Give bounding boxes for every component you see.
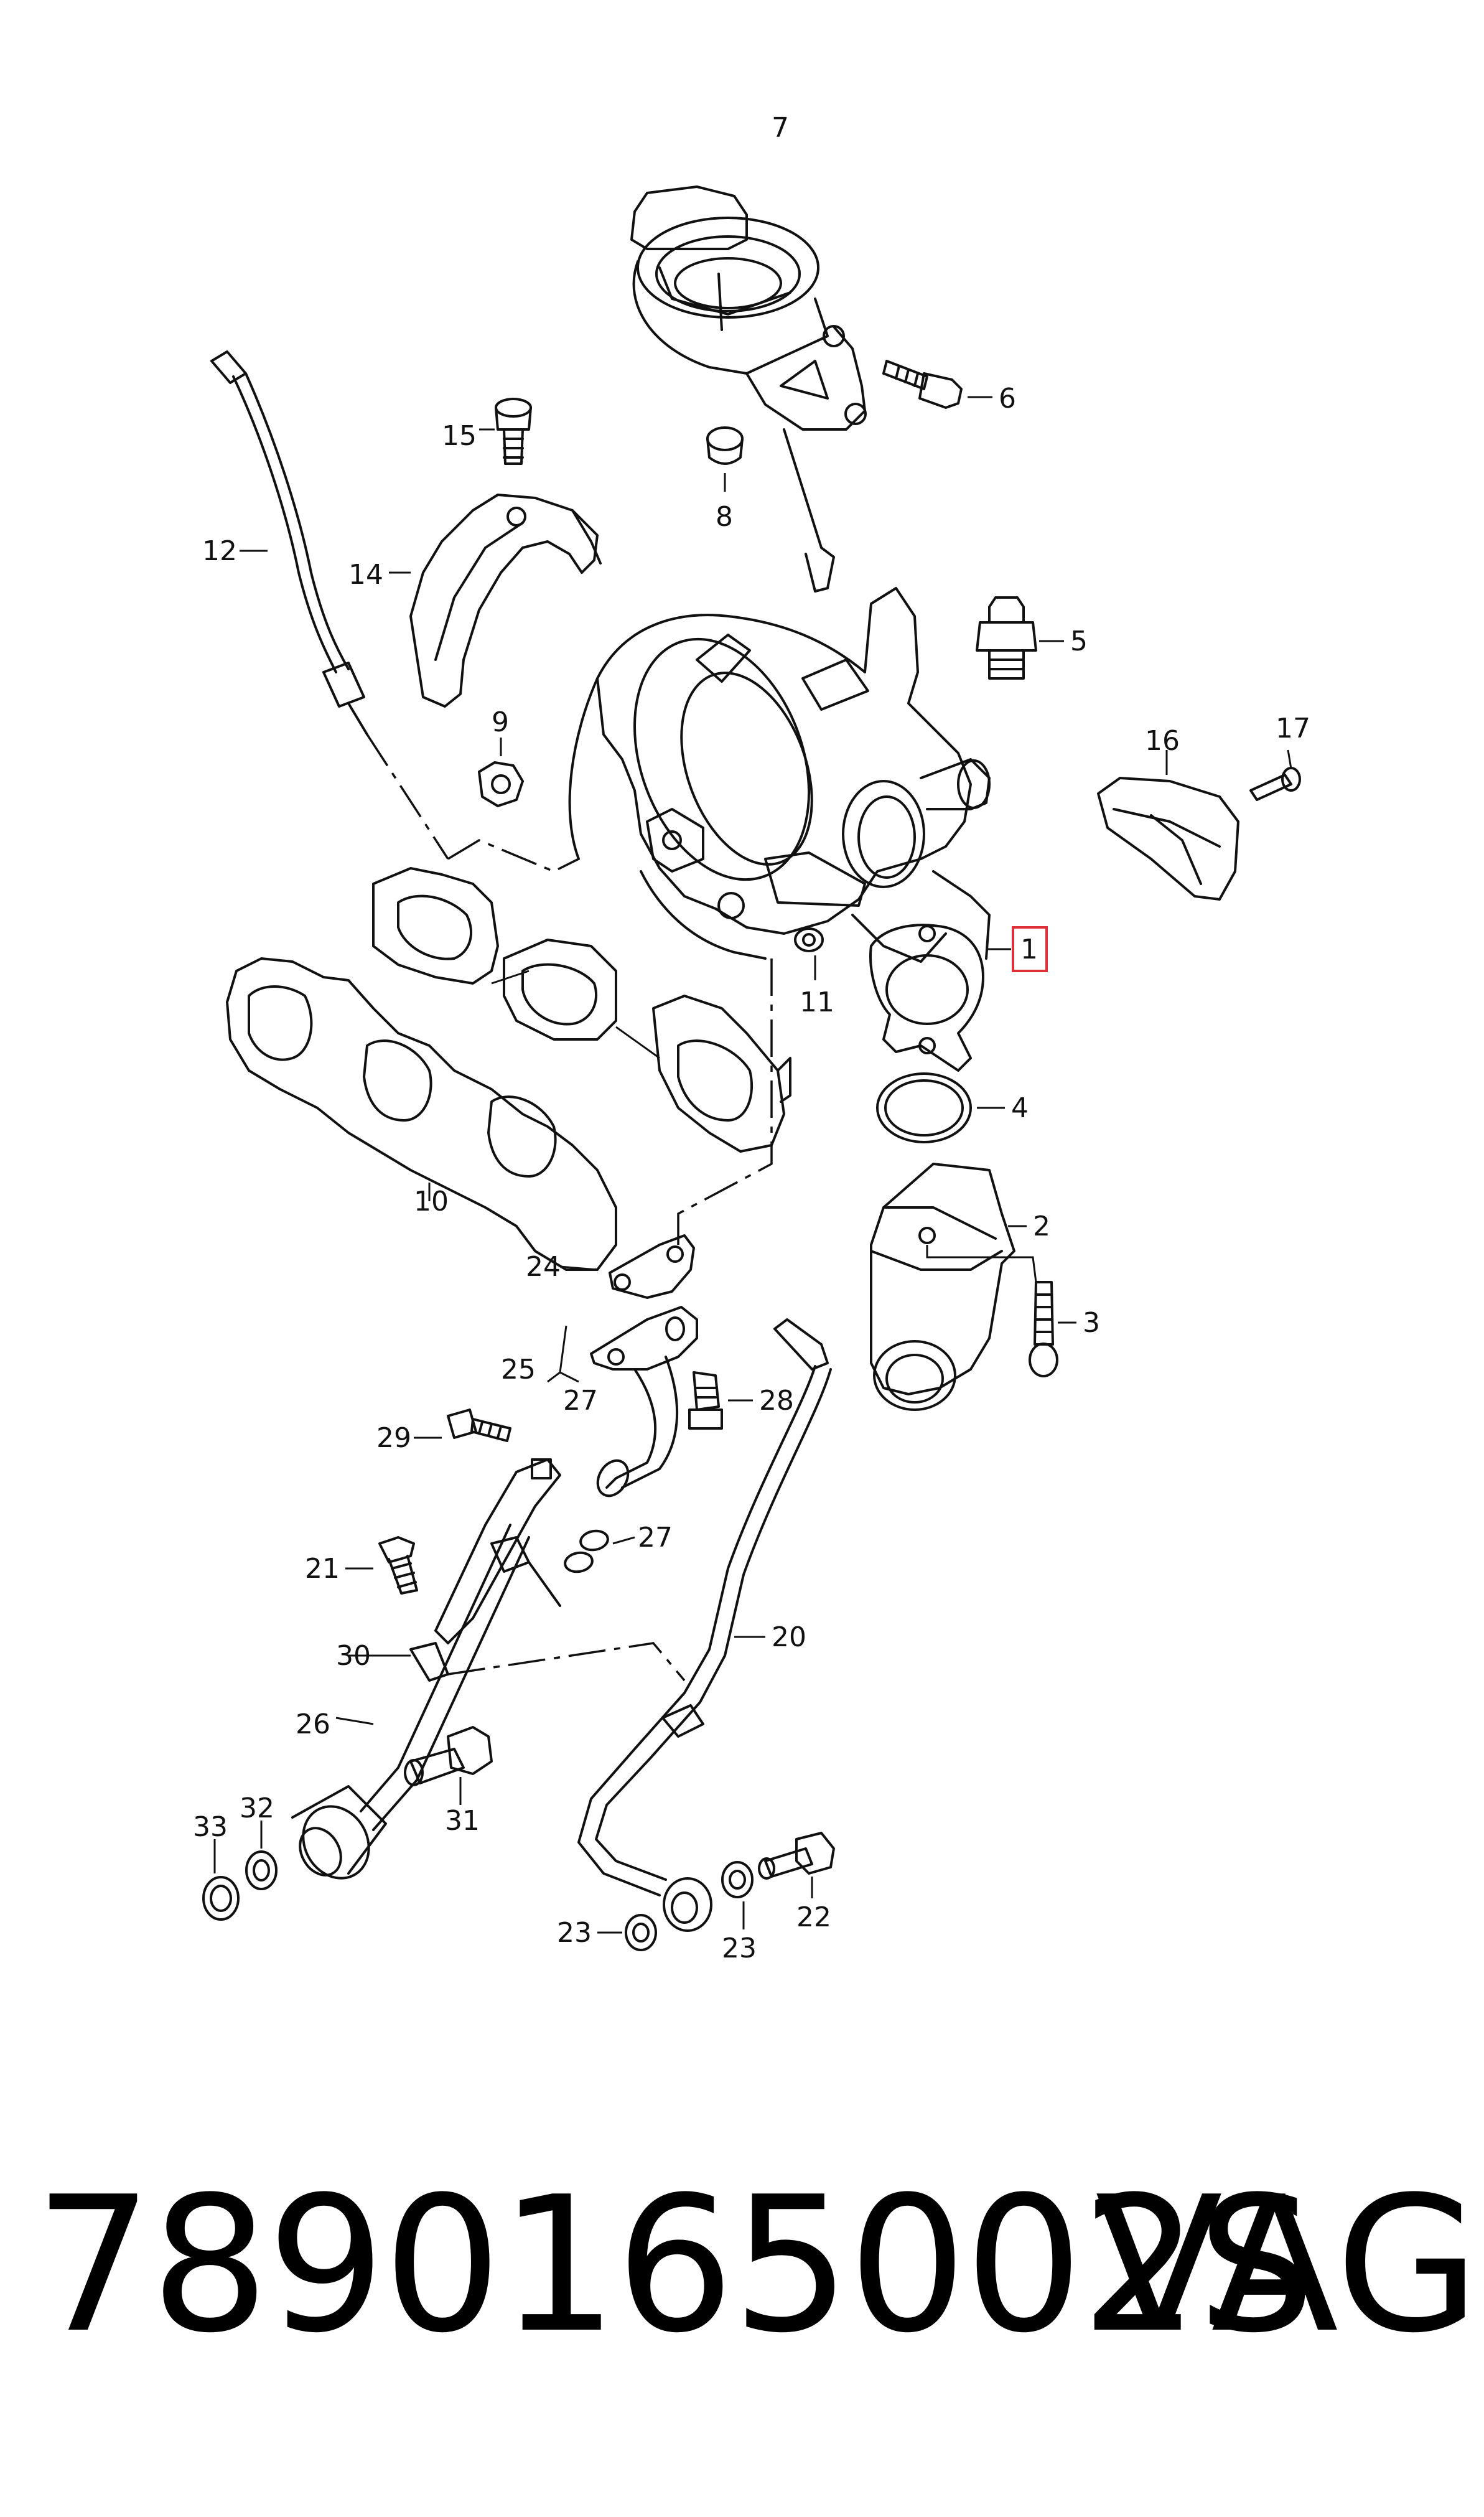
brand-name: VAG	[1095, 2157, 1480, 2374]
label-27-lower[interactable]: 27	[638, 1522, 673, 1554]
label-11[interactable]: 11	[800, 987, 834, 1018]
part-3-bolt	[926, 1245, 1076, 1377]
part-4-seal-ring	[876, 1072, 1005, 1143]
part-5-union	[976, 596, 1064, 680]
leader-20	[447, 1642, 686, 1682]
label-22[interactable]: 22	[796, 1901, 831, 1933]
label-30[interactable]: 30	[336, 1640, 371, 1672]
part-33-seal	[202, 1839, 240, 1921]
label-21[interactable]: 21	[305, 1553, 340, 1585]
part-14-heat-shield	[389, 494, 602, 708]
label-15[interactable]: 15	[442, 420, 477, 452]
part-12-temperature-sensor	[210, 350, 368, 736]
part-32-seal	[245, 1821, 278, 1890]
label-10[interactable]: 10	[414, 1186, 449, 1217]
part-29-bolt	[414, 1408, 511, 1442]
label-23-left[interactable]: 23	[557, 1917, 592, 1949]
part-24-gasket	[559, 1234, 695, 1299]
part-7-wastegate-actuator	[630, 185, 867, 593]
label-3[interactable]: 3	[1083, 1307, 1100, 1339]
part-17-screw	[1249, 749, 1301, 801]
part-23-seals	[597, 1861, 754, 1951]
label-24[interactable]: 24	[526, 1251, 561, 1283]
label-26[interactable]: 26	[296, 1708, 330, 1740]
label-12[interactable]: 12	[202, 535, 237, 567]
part-31-banjo-bolt	[404, 1726, 493, 1805]
label-32[interactable]: 32	[240, 1793, 274, 1824]
part-27-seal-rings	[564, 1529, 635, 1573]
part-25-oil-return-line	[547, 1306, 698, 1498]
label-16[interactable]: 16	[1145, 725, 1180, 757]
label-31[interactable]: 31	[445, 1805, 480, 1837]
part-labels: 7 6 15 8 14 12 5 9 16 17 1 11 4 10 2 24 …	[193, 112, 1310, 1964]
part-15-bolt	[479, 398, 532, 465]
label-2[interactable]: 2	[1033, 1211, 1050, 1242]
leader-12	[366, 734, 449, 860]
label-9[interactable]: 9	[492, 706, 509, 738]
label-7[interactable]: 7	[772, 112, 789, 144]
label-29[interactable]: 29	[376, 1422, 411, 1454]
label-17[interactable]: 17	[1276, 713, 1310, 744]
part-22-banjo-bolt	[758, 1832, 835, 1898]
part-6-bolt	[882, 360, 992, 409]
leader-9	[447, 839, 579, 873]
part-30-bracket	[348, 1458, 561, 1657]
label-5[interactable]: 5	[1070, 626, 1088, 657]
footer: 7890165002S VAG	[0, 2154, 1484, 2378]
part-28-bolt	[688, 1371, 753, 1430]
part-number: 7890165002S	[34, 2157, 1315, 2374]
part-8-nut	[706, 426, 744, 492]
part-9-nut	[478, 738, 524, 807]
label-33[interactable]: 33	[193, 1811, 228, 1843]
part-1-highlight-box	[1012, 926, 1048, 972]
label-28[interactable]: 28	[759, 1385, 794, 1417]
label-23-right[interactable]: 23	[722, 1933, 757, 1964]
part-11-nut	[794, 927, 824, 980]
label-1[interactable]: 1	[1020, 934, 1038, 965]
label-8[interactable]: 8	[716, 501, 733, 533]
part-2-flange-adapter	[869, 924, 1027, 1411]
label-4[interactable]: 4	[1011, 1092, 1029, 1124]
label-6[interactable]: 6	[999, 383, 1016, 415]
part-10-manifold-gaskets	[226, 867, 791, 1271]
label-25[interactable]: 25	[501, 1354, 536, 1385]
part-16-heat-shield	[1097, 750, 1239, 901]
part-1-turbocharger	[568, 587, 1048, 972]
label-14[interactable]: 14	[348, 559, 383, 591]
part-20-oil-pipe	[577, 1318, 832, 1932]
label-20[interactable]: 20	[772, 1621, 806, 1653]
leader-24	[677, 959, 773, 1245]
label-27-upper[interactable]: 27	[563, 1385, 598, 1417]
part-21-bolt	[345, 1536, 418, 1595]
